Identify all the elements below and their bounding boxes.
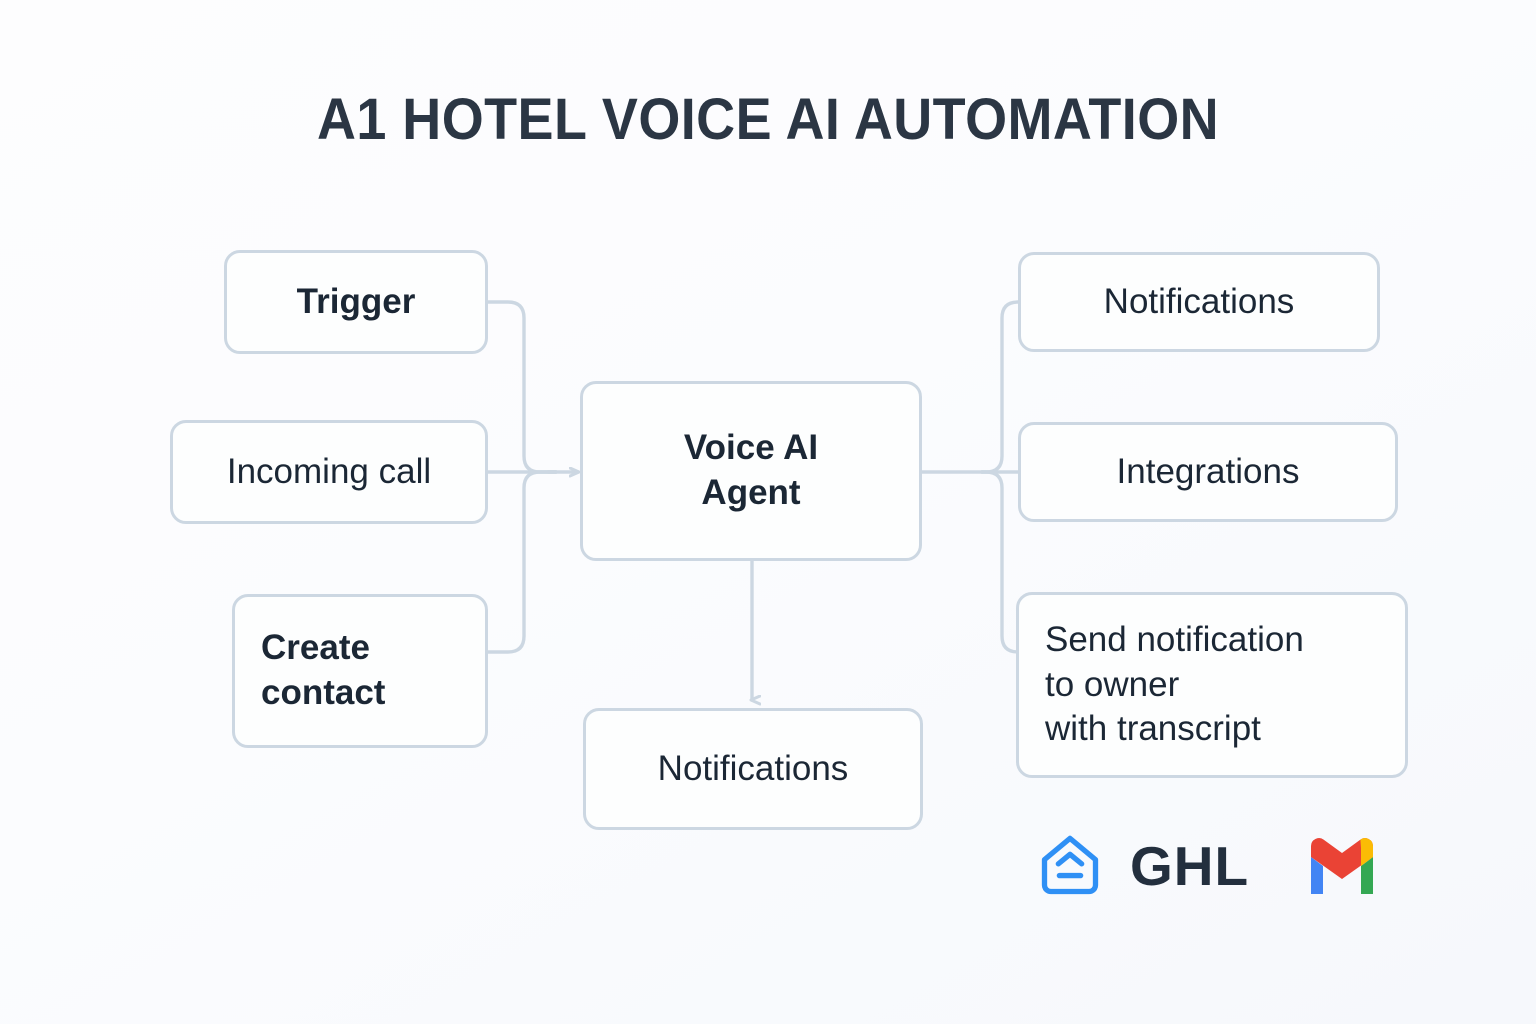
node-integrations[interactable]: Integrations xyxy=(1018,422,1398,522)
gmail-icon xyxy=(1311,838,1374,894)
node-bottom-notifications[interactable]: Notifications xyxy=(583,708,923,830)
node-voice-ai-agent-line2: Agent xyxy=(701,473,801,512)
node-create-contact-label: Create contact xyxy=(261,626,459,716)
node-incoming-call-label: Incoming call xyxy=(226,451,432,491)
node-notifications-label: Notifications xyxy=(1103,281,1295,321)
node-notifications[interactable]: Notifications xyxy=(1018,252,1380,352)
node-send-notification-line3: with transcript xyxy=(1045,709,1261,749)
node-send-notification-line1: Send notification xyxy=(1045,619,1304,659)
page-title: A1 HOTEL VOICE AI AUTOMATION xyxy=(316,87,1220,152)
node-integrations-label: Integrations xyxy=(1116,451,1300,491)
node-trigger[interactable]: Trigger xyxy=(224,250,488,354)
node-voice-ai-agent-label: Voice AI Agent xyxy=(609,426,893,516)
ghl-wordmark: GHL xyxy=(1130,834,1250,897)
node-send-notification-label: Send notification to owner with transcri… xyxy=(1045,618,1379,752)
node-trigger-label: Trigger xyxy=(296,281,416,321)
wire-send-notification xyxy=(980,470,1020,654)
node-send-notification-line2: to owner xyxy=(1045,664,1180,704)
ghl-house-icon xyxy=(1041,835,1099,895)
wire-trigger xyxy=(486,300,558,474)
node-send-notification[interactable]: Send notification to owner with transcri… xyxy=(1016,592,1408,778)
logo-row: GHL xyxy=(1036,832,1379,900)
wire-create xyxy=(486,470,558,654)
wire-notifications xyxy=(980,300,1020,474)
node-create-contact-line1: Create xyxy=(261,628,370,668)
node-incoming-call[interactable]: Incoming call xyxy=(170,420,488,524)
node-create-contact[interactable]: Create contact xyxy=(232,594,488,748)
node-voice-ai-agent-line1: Voice AI xyxy=(683,428,819,468)
node-voice-ai-agent[interactable]: Voice AI Agent xyxy=(580,381,922,561)
node-create-contact-line2: contact xyxy=(261,673,386,712)
node-bottom-notifications-label: Notifications xyxy=(657,748,849,788)
